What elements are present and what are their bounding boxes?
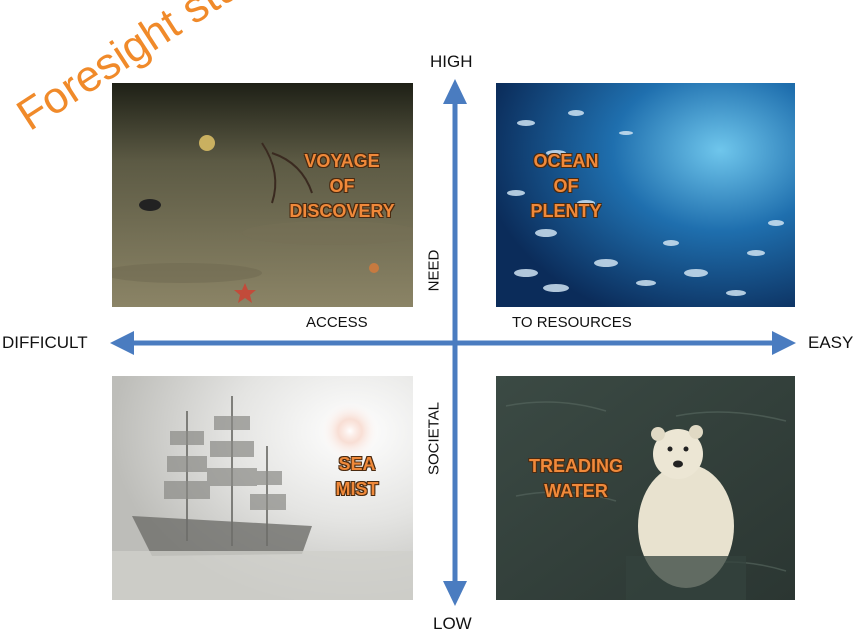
title-line: OF — [553, 176, 579, 196]
panel-sea-mist: SEA MIST — [112, 376, 413, 600]
title-line: VOYAGE — [304, 151, 380, 171]
starfish-icon — [234, 283, 256, 303]
title-line: OF — [329, 176, 355, 196]
title-line: MIST — [335, 479, 379, 499]
title-line: WATER — [544, 481, 608, 501]
fish-school-image — [496, 83, 795, 307]
panel-ocean-of-plenty: OCEAN OF PLENTY — [496, 83, 795, 307]
title-line: PLENTY — [530, 201, 602, 221]
title-line: OCEAN — [533, 151, 599, 171]
axis-label-to-resources: TO RESOURCES — [512, 314, 632, 331]
title-line: SEA — [338, 454, 376, 474]
axis-label-need: NEED — [425, 249, 443, 292]
axis-label-access: ACCESS — [306, 314, 368, 331]
axis-label-high: HIGH — [430, 52, 473, 71]
vertical-axis-arrow — [443, 79, 467, 606]
axis-label-easy: EASY — [808, 333, 854, 352]
title-line: TREADING — [529, 456, 623, 476]
axis-label-difficult: DIFFICULT — [2, 333, 88, 352]
sea-floor-image — [112, 83, 413, 307]
polar-bear-image — [496, 376, 795, 600]
panel-voyage-of-discovery: VOYAGE OF DISCOVERY — [112, 83, 413, 307]
title-line: DISCOVERY — [289, 201, 395, 221]
ship-in-fog-image — [112, 376, 413, 600]
axis-label-societal: SOCIETAL — [425, 401, 443, 476]
axis-label-low: LOW — [433, 614, 472, 633]
panel-treading-water: TREADING WATER — [496, 376, 795, 600]
